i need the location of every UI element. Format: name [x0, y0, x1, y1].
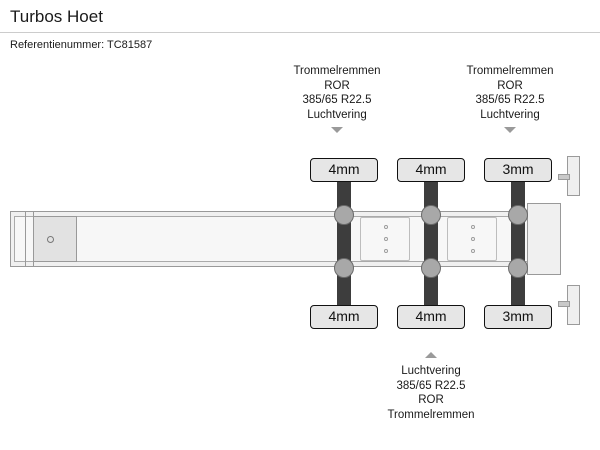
- axle-annotation-top-2: Trommelremmen ROR 385/65 R22.5 Luchtveri…: [466, 65, 554, 121]
- annotation-caret-down-1: [331, 127, 343, 133]
- axle-annotation-bottom-1: Luchtvering 385/65 R22.5 ROR Trommelremm…: [387, 365, 475, 421]
- annotation-caret-up-1: [425, 352, 437, 358]
- rear-bumper-stem-top: [558, 174, 570, 180]
- kingpin-plate: [33, 216, 77, 262]
- wheel-hub-3-bottom: [508, 258, 528, 278]
- tyre-tread-3-bottom: 3mm: [484, 305, 552, 329]
- wheel-hub-1-top: [334, 205, 354, 225]
- axle-bar-2: [424, 163, 438, 323]
- rear-frame-block: [527, 203, 561, 275]
- axle-bar-1: [337, 163, 351, 323]
- tyre-tread-2-bottom: 4mm: [397, 305, 465, 329]
- trailer-diagram: 4mm 4mm 4mm 4mm 3mm 3mm Trommelremmen RO…: [0, 55, 600, 450]
- chassis-divider-1: [25, 212, 26, 266]
- axle-annotation-top-1: Trommelremmen ROR 385/65 R22.5 Luchtveri…: [293, 65, 381, 121]
- wheel-hub-1-bottom: [334, 258, 354, 278]
- tyre-tread-1-top: 4mm: [310, 158, 378, 182]
- suspension-dots-2: [471, 225, 477, 253]
- wheel-hub-2-bottom: [421, 258, 441, 278]
- reference-number: Referentienummer: TC81587: [10, 39, 153, 51]
- page-title: Turbos Hoet: [10, 7, 103, 26]
- annotation-caret-down-2: [504, 127, 516, 133]
- wheel-hub-3-top: [508, 205, 528, 225]
- axle-bar-3: [511, 163, 525, 323]
- rear-bumper-stem-bottom: [558, 301, 570, 307]
- kingpin-hole: [47, 236, 54, 243]
- tyre-tread-3-top: 3mm: [484, 158, 552, 182]
- chassis-divider-2: [33, 212, 34, 266]
- tyre-tread-2-top: 4mm: [397, 158, 465, 182]
- suspension-dots-1: [384, 225, 390, 253]
- wheel-hub-2-top: [421, 205, 441, 225]
- header-divider: [0, 32, 600, 33]
- tyre-tread-1-bottom: 4mm: [310, 305, 378, 329]
